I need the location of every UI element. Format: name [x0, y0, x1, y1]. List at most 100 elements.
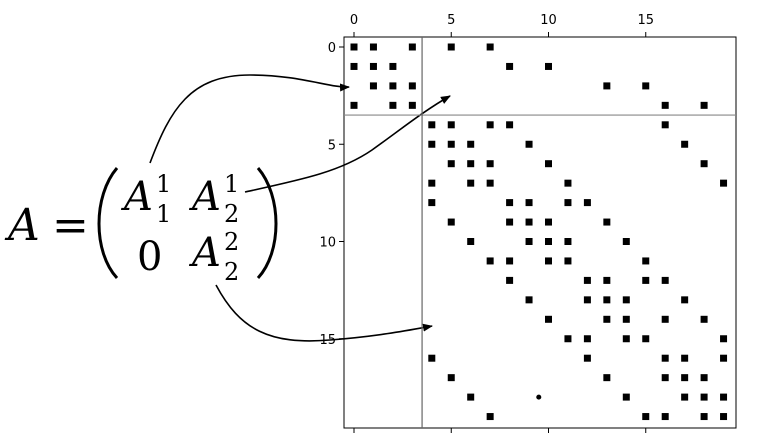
nonzero-marker	[408, 101, 416, 109]
nonzero-marker	[642, 276, 650, 284]
nonzero-marker	[603, 374, 611, 382]
nonzero-marker	[350, 43, 358, 51]
nonzero-marker	[661, 315, 669, 323]
nonzero-marker	[583, 199, 591, 207]
y-tick-label: 5	[328, 138, 336, 153]
dot-marker	[536, 394, 542, 400]
nonzero-marker	[447, 121, 455, 129]
equals-sign: =	[52, 200, 89, 251]
nonzero-markers	[350, 43, 728, 421]
nonzero-marker	[408, 43, 416, 51]
nonzero-marker	[622, 315, 630, 323]
nonzero-marker	[467, 179, 475, 187]
nonzero-marker	[506, 276, 514, 284]
block-a11-sup: 1	[156, 170, 171, 198]
nonzero-marker	[622, 296, 630, 304]
nonzero-marker	[545, 218, 552, 226]
nonzero-marker	[486, 121, 494, 129]
nonzero-marker	[700, 413, 708, 421]
nonzero-marker	[447, 218, 455, 226]
block-matrix-equation: A = A 1 1 A 1 2 0 A 2 2	[4, 167, 278, 286]
x-tick-label: 0	[350, 13, 358, 28]
nonzero-marker	[369, 43, 377, 51]
nonzero-marker	[642, 82, 650, 90]
arrows	[149, 74, 451, 342]
nonzero-marker	[681, 393, 689, 401]
nonzero-marker	[583, 335, 591, 343]
nonzero-marker	[661, 276, 669, 284]
nonzero-marker	[661, 413, 669, 421]
right-parenthesis	[256, 167, 278, 280]
block-a12-sup: 1	[224, 170, 239, 198]
nonzero-marker	[447, 160, 455, 168]
nonzero-marker	[681, 374, 689, 382]
nonzero-marker	[564, 257, 572, 265]
block-a11: A 1 1	[120, 170, 171, 228]
nonzero-marker	[564, 335, 572, 343]
x-tick-label: 10	[540, 13, 557, 28]
plot-frame	[343, 36, 737, 429]
block-zero-text: 0	[137, 234, 162, 280]
nonzero-marker	[467, 160, 475, 168]
nonzero-marker	[506, 199, 514, 207]
nonzero-marker	[661, 121, 669, 129]
nonzero-marker	[603, 218, 611, 226]
nonzero-marker	[603, 315, 611, 323]
block-zero: 0	[137, 234, 162, 280]
nonzero-marker	[700, 374, 708, 382]
block-a12: A 1 2	[188, 170, 239, 228]
nonzero-marker	[467, 393, 475, 401]
nonzero-marker	[583, 276, 591, 284]
block-a22-sub: 2	[224, 258, 239, 286]
nonzero-marker	[506, 121, 514, 129]
nonzero-marker	[681, 354, 689, 362]
nonzero-marker	[720, 393, 728, 401]
nonzero-marker	[700, 315, 708, 323]
nonzero-marker	[525, 199, 533, 207]
block-a12-sub: 2	[224, 200, 239, 228]
nonzero-marker	[525, 296, 533, 304]
nonzero-marker	[525, 218, 533, 226]
left-parenthesis	[97, 167, 119, 280]
nonzero-marker	[720, 354, 728, 362]
nonzero-marker	[603, 276, 611, 284]
nonzero-marker	[545, 160, 552, 168]
nonzero-marker	[545, 62, 552, 70]
nonzero-marker	[564, 199, 572, 207]
nonzero-marker	[700, 160, 708, 168]
nonzero-marker	[525, 238, 533, 245]
nonzero-marker	[428, 199, 436, 207]
nonzero-marker	[622, 238, 630, 245]
nonzero-marker	[545, 257, 552, 265]
nonzero-marker	[447, 43, 455, 51]
block-a22-sup: 2	[224, 228, 239, 256]
nonzero-marker	[486, 179, 494, 187]
nonzero-marker	[428, 179, 436, 187]
nonzero-marker	[486, 413, 494, 421]
nonzero-marker	[720, 179, 728, 187]
nonzero-marker	[389, 82, 397, 90]
nonzero-marker	[408, 82, 416, 90]
nonzero-marker	[506, 218, 514, 226]
nonzero-marker	[545, 315, 552, 323]
nonzero-marker	[603, 82, 611, 90]
nonzero-marker	[661, 354, 669, 362]
nonzero-marker	[681, 140, 689, 148]
nonzero-marker	[350, 101, 358, 109]
nonzero-marker	[467, 140, 475, 148]
nonzero-marker	[720, 335, 728, 343]
nonzero-marker	[369, 62, 377, 70]
nonzero-marker	[428, 121, 436, 129]
nonzero-marker	[389, 101, 397, 109]
nonzero-marker	[389, 62, 397, 70]
nonzero-marker	[486, 257, 494, 265]
nonzero-marker	[447, 374, 455, 382]
nonzero-marker	[447, 140, 455, 148]
nonzero-marker	[622, 393, 630, 401]
nonzero-marker	[486, 160, 494, 168]
nonzero-marker	[720, 413, 728, 421]
